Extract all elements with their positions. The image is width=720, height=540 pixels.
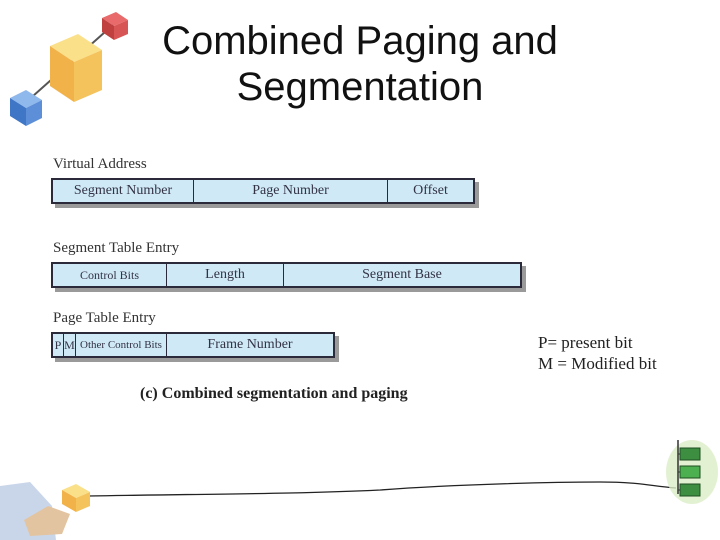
- control-bits-field: Control Bits: [53, 264, 167, 286]
- virtual-address-label: Virtual Address: [53, 156, 147, 172]
- page-table-entry-bar: P M Other Control Bits Frame Number: [51, 332, 335, 358]
- offset-field: Offset: [413, 183, 448, 198]
- legend-modified-bit: M = Modified bit: [538, 354, 657, 373]
- page-table-entry-label: Page Table Entry: [53, 310, 156, 326]
- virtual-address-bar: Segment Number Page Number Offset: [51, 178, 475, 204]
- server-stack-icon: [666, 440, 718, 504]
- hand-holding-cube-icon: [0, 482, 90, 540]
- segment-base-field: Segment Base: [362, 267, 442, 282]
- cube-molecule-icon: [10, 12, 128, 126]
- segment-number-field: Segment Number: [53, 180, 194, 202]
- diagram-caption: (c) Combined segmentation and paging: [140, 385, 408, 402]
- segment-table-entry-bar: Control Bits Length Segment Base: [51, 262, 522, 288]
- other-control-bits-field: Other Control Bits: [76, 334, 167, 356]
- slide-title: Combined Paging and Segmentation: [110, 18, 610, 110]
- frame-number-field: Frame Number: [207, 337, 293, 352]
- legend-present-bit: P= present bit: [538, 333, 633, 352]
- title-line-1: Combined Paging and: [162, 19, 558, 63]
- connector-line: [87, 481, 677, 497]
- page-number-field: Page Number: [194, 180, 388, 202]
- present-bit-field: P: [53, 334, 64, 356]
- length-field: Length: [167, 264, 284, 286]
- modified-bit-field: M: [64, 334, 76, 356]
- title-line-2: Segmentation: [236, 65, 484, 109]
- bit-legend: P= present bit M = Modified bit: [538, 332, 657, 374]
- segment-table-entry-label: Segment Table Entry: [53, 240, 180, 256]
